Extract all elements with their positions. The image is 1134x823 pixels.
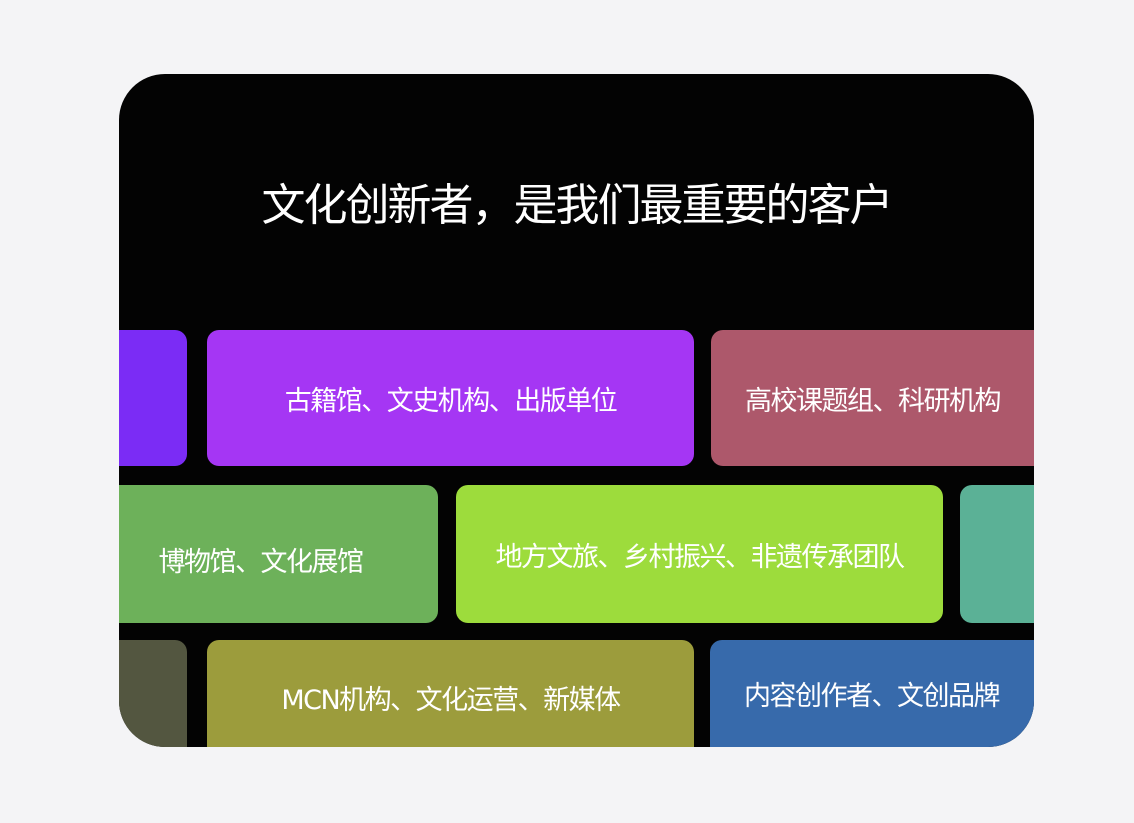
tile-mcn-new-media: MCN机构、文化运营、新媒体 [207, 640, 694, 747]
tile-museums-exhibitions: 博物馆、文化展馆 [119, 485, 438, 623]
tile-purple-partial [119, 330, 187, 466]
tile-label: 博物馆、文化展馆 [158, 546, 365, 578]
tile-label: 古籍馆、文史机构、出版单位 [284, 385, 618, 417]
tile-local-tourism-heritage: 地方文旅、乡村振兴、非遗传承团队 [456, 485, 943, 623]
tile-label: MCN机构、文化运营、新媒体 [281, 684, 621, 716]
tile-archives-publishers: 古籍馆、文史机构、出版单位 [207, 330, 694, 466]
tile-universities-research: 高校课题组、科研机构 [711, 330, 1034, 466]
customer-card: 文化创新者，是我们最重要的客户 古籍馆、文史机构、出版单位 高校课题组、科研机构… [119, 74, 1034, 747]
tile-label: 内容创作者、文创品牌 [744, 680, 1001, 712]
tile-creators-brands: 内容创作者、文创品牌 [710, 640, 1034, 747]
tile-label: 地方文旅、乡村振兴、非遗传承团队 [495, 541, 906, 573]
tile-teal-partial [960, 485, 1034, 623]
tile-olive-dark-partial [119, 640, 187, 747]
tile-label: 高校课题组、科研机构 [745, 385, 1002, 417]
card-title: 文化创新者，是我们最重要的客户 [261, 180, 894, 231]
